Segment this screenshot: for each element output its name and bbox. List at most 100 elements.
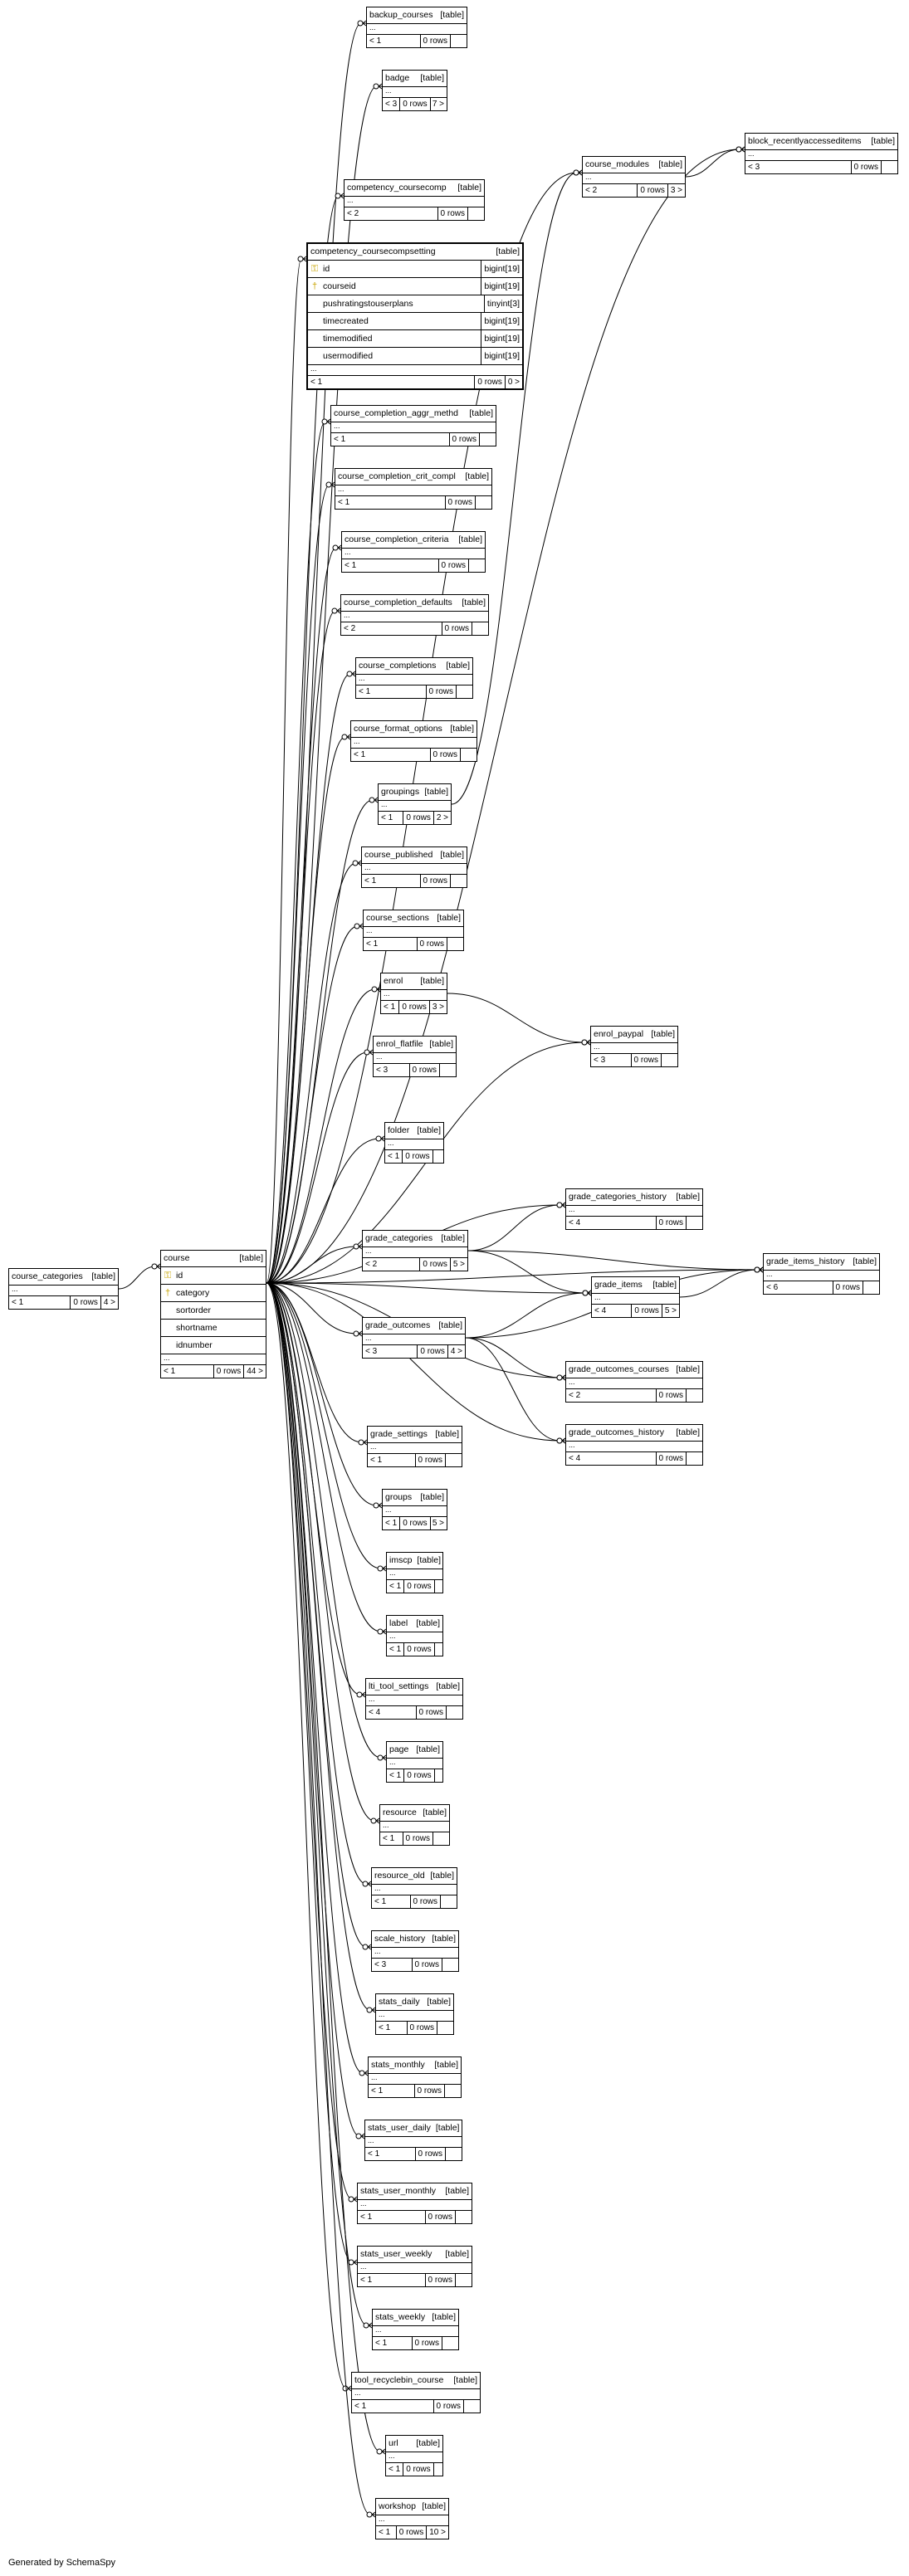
parent-count[interactable]: < 1 — [385, 1518, 398, 1528]
child-count[interactable] — [661, 1054, 677, 1066]
table-header[interactable]: grade_settings[table] — [368, 1427, 462, 1443]
table-name[interactable]: scale_history — [374, 1934, 426, 1944]
parent-count[interactable]: < 1 — [379, 2527, 391, 2537]
child-count[interactable] — [433, 1769, 451, 1782]
child-count[interactable] — [468, 559, 485, 572]
parent-count[interactable]: < 1 — [371, 2086, 384, 2095]
table-name[interactable]: course_sections — [366, 913, 429, 924]
parent-count[interactable]: < 1 — [389, 2464, 401, 2474]
table-header[interactable]: enrol[table] — [381, 973, 447, 990]
child-count[interactable] — [440, 1895, 457, 1908]
child-count[interactable] — [445, 2148, 462, 2160]
table-name[interactable]: grade_settings — [370, 1429, 428, 1440]
table-header[interactable]: groups[table] — [383, 1490, 447, 1506]
parent-count[interactable]: < 3 — [748, 162, 760, 172]
table-name[interactable]: backup_courses — [369, 10, 433, 21]
table-header[interactable]: url[table] — [386, 2436, 442, 2452]
table-header[interactable]: stats_user_daily[table] — [365, 2120, 462, 2137]
table-header[interactable]: stats_user_monthly[table] — [358, 2183, 472, 2200]
table-name[interactable]: resource_old — [374, 1871, 425, 1881]
table-name[interactable]: course_completion_crit_compl — [338, 471, 456, 482]
parent-count[interactable]: < 3 — [385, 99, 398, 109]
table-name[interactable]: course_format_options — [354, 724, 442, 734]
table-header[interactable]: course_modules[table] — [583, 157, 685, 173]
child-count[interactable] — [433, 1580, 451, 1593]
child-count[interactable] — [472, 622, 488, 635]
column-row[interactable]: ⚿id — [161, 1267, 266, 1285]
child-count[interactable] — [686, 1389, 702, 1402]
child-count[interactable] — [439, 1064, 456, 1076]
table-name[interactable]: stats_monthly — [371, 2060, 425, 2071]
table-name[interactable]: enrol — [384, 976, 403, 987]
table-header[interactable]: imscp[table] — [387, 1553, 442, 1569]
parent-count[interactable]: < 1 — [369, 36, 382, 46]
parent-count[interactable]: < 1 — [359, 686, 371, 696]
table-header[interactable]: stats_monthly[table] — [369, 2057, 461, 2074]
child-count[interactable]: 5 > — [661, 1305, 679, 1317]
table-name[interactable]: grade_categories — [365, 1233, 433, 1244]
child-count[interactable] — [460, 749, 476, 761]
parent-count[interactable]: < 1 — [364, 876, 377, 886]
table-name[interactable]: stats_weekly — [375, 2312, 426, 2323]
table-name[interactable]: imscp — [389, 1555, 413, 1566]
table-name[interactable]: groups — [385, 1492, 413, 1503]
table-block-recentlyaccesseditems[interactable]: block_recentlyaccesseditems[table]...< 3… — [745, 133, 898, 174]
table-name[interactable]: label — [389, 1618, 408, 1629]
child-count[interactable] — [863, 1281, 879, 1294]
table-name[interactable]: course_modules — [585, 159, 650, 170]
table-header[interactable]: course_published[table] — [362, 847, 467, 864]
child-count[interactable]: 7 > — [429, 98, 447, 110]
table-header[interactable]: grade_items[table] — [592, 1277, 679, 1294]
table-name[interactable]: course_published — [364, 850, 433, 861]
parent-count[interactable]: < 4 — [369, 1707, 381, 1717]
parent-count[interactable]: < 2 — [347, 208, 359, 218]
parent-count[interactable]: < 3 — [365, 1346, 378, 1356]
parent-count[interactable]: < 1 — [389, 1770, 402, 1780]
parent-count[interactable]: < 2 — [585, 185, 598, 195]
table-header[interactable]: page[table] — [387, 1742, 442, 1759]
parent-count[interactable]: < 3 — [374, 1959, 387, 1969]
table-name[interactable]: stats_user_weekly — [360, 2249, 433, 2260]
table-name[interactable]: course_categories — [12, 1271, 83, 1282]
table-header[interactable]: stats_user_weekly[table] — [358, 2247, 472, 2263]
table-header[interactable]: course_completions[table] — [356, 658, 472, 675]
table-header[interactable]: course_completion_crit_compl[table] — [335, 469, 491, 485]
parent-count[interactable]: < 1 — [12, 1297, 24, 1307]
table-header[interactable]: grade_outcomes_history[table] — [566, 1425, 702, 1442]
table-name[interactable]: grade_categories_history — [569, 1192, 667, 1203]
table-header[interactable]: label[table] — [387, 1616, 442, 1632]
table-name[interactable]: grade_outcomes_history — [569, 1427, 664, 1438]
child-count[interactable] — [433, 1832, 449, 1845]
table-header[interactable]: resource[table] — [380, 1805, 449, 1822]
table-name[interactable]: grade_items — [594, 1280, 643, 1290]
table-name[interactable]: resource — [383, 1808, 417, 1818]
parent-count[interactable]: < 3 — [594, 1055, 606, 1065]
table-header[interactable]: enrol_flatfile[table] — [374, 1037, 456, 1053]
child-count[interactable] — [445, 1454, 462, 1466]
parent-count[interactable]: < 1 — [345, 560, 357, 570]
parent-count[interactable]: < 1 — [354, 2401, 367, 2411]
